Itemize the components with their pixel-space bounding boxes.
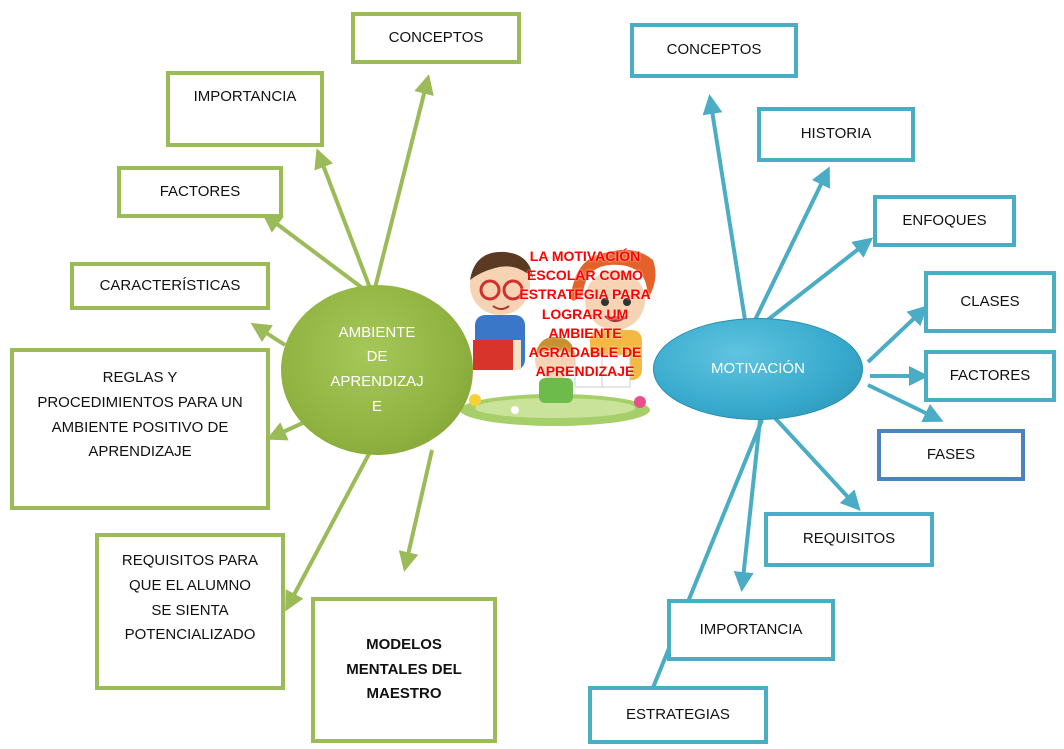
node-label: IMPORTANCIA (193, 88, 297, 105)
left-reglas-box: REGLAS Y PROCEDIMIENTOS PARA UN AMBIENTE… (10, 348, 270, 510)
motivacion-hub: MOTIVACIÓN (653, 318, 863, 420)
arrow-to-requisitos (285, 451, 372, 612)
node-line: REQUISITOS PARA (121, 552, 259, 569)
children-reading-illustration (460, 249, 656, 426)
node-label: FACTORES (159, 182, 241, 200)
arrow-to-conceptos (373, 74, 434, 289)
arrow-to-importancia-r (733, 419, 762, 592)
node-line: MAESTRO (366, 685, 442, 703)
node-label: IMPORTANCIA (699, 620, 803, 638)
left-conceptos-box: CONCEPTOS (351, 12, 521, 64)
central-line: ESCOLAR COMO (527, 267, 643, 284)
node-line: POTENCIALIZADO (124, 626, 256, 644)
arrow-to-enfoques (763, 237, 874, 324)
arrow-to-factores (261, 212, 367, 292)
hub-line: APRENDIZAJ (330, 373, 424, 390)
node-label: FACTORES (949, 366, 1031, 384)
left-factores-box: FACTORES (117, 166, 283, 218)
arrow-to-historia (753, 166, 830, 321)
left-arrows (250, 74, 434, 612)
hub-line: E (371, 397, 382, 415)
central-line: ESTRATEGIA PARA (519, 286, 651, 303)
right-conceptos-box: CONCEPTOS (630, 23, 798, 78)
node-line: SE SIENTA (151, 601, 229, 619)
node-line: REGLAS Y (102, 369, 178, 386)
arrow-to-conceptos-r (702, 94, 747, 321)
node-line: APRENDIZAJE (88, 443, 192, 461)
node-label: CONCEPTOS (666, 41, 762, 59)
central-topic: LA MOTIVACIÓN ESCOLAR COMO ESTRATEGIA PA… (465, 247, 705, 381)
node-line: AMBIENTE POSITIVO DE (51, 418, 229, 436)
node-line: QUE EL ALUMNO (129, 576, 251, 594)
left-modelos-box: MODELOS MENTALES DEL MAESTRO (311, 597, 497, 743)
right-enfoques-box: ENFOQUES (873, 195, 1016, 247)
node-label: CONCEPTOS (388, 29, 484, 46)
right-clases-box: CLASES (924, 271, 1056, 333)
arrow-to-fases (867, 383, 944, 422)
node-label: HISTORIA (800, 125, 872, 143)
right-importancia-box: IMPORTANCIA (667, 599, 835, 661)
node-line: MODELOS (366, 635, 442, 653)
right-estrategias-box: ESTRATEGIAS (588, 686, 768, 744)
central-line: AMBIENTE (548, 324, 622, 341)
node-label: CARACTERÍSTICAS (99, 276, 241, 294)
arrow-to-requisitos-r (773, 416, 861, 511)
node-label: ENFOQUES (902, 211, 987, 229)
hub-line: DE (366, 348, 388, 366)
ambiente-de-aprendizaje-hub: AMBIENTE DE APRENDIZAJ E (281, 285, 473, 455)
right-factores-box: FACTORES (924, 350, 1056, 402)
node-label: CLASES (960, 292, 1020, 310)
right-fases-box: FASES (877, 429, 1025, 481)
right-arrows (648, 94, 944, 696)
arrow-to-caracteristicas (250, 322, 287, 347)
hub-label: MOTIVACIÓN (711, 359, 805, 377)
node-label: FASES (926, 445, 976, 463)
right-historia-box: HISTORIA (757, 107, 915, 162)
left-importancia-box: IMPORTANCIA (166, 71, 324, 147)
node-label: ESTRATEGIAS (626, 705, 730, 723)
right-requisitos-box: REQUISITOS (764, 512, 934, 567)
left-caracteristicas-box: CARACTERÍSTICAS (70, 262, 270, 310)
node-line: MENTALES DEL (346, 660, 462, 678)
arrow-to-modelos (398, 449, 434, 572)
node-line: PROCEDIMIENTOS PARA UN (37, 393, 243, 411)
central-line: AGRADABLE DE (528, 344, 642, 361)
arrow-to-clases (866, 305, 928, 364)
arrow-to-importancia (314, 148, 372, 289)
central-line: LA MOTIVACIÓN (529, 248, 641, 264)
central-line: APRENDIZAJE (535, 363, 635, 380)
central-line: LOGRAR UM (541, 305, 629, 322)
left-requisitos-box: REQUISITOS PARA QUE EL ALUMNO SE SIENTA … (95, 533, 285, 690)
hub-line: AMBIENTE (338, 323, 416, 341)
node-label: REQUISITOS (802, 530, 896, 548)
